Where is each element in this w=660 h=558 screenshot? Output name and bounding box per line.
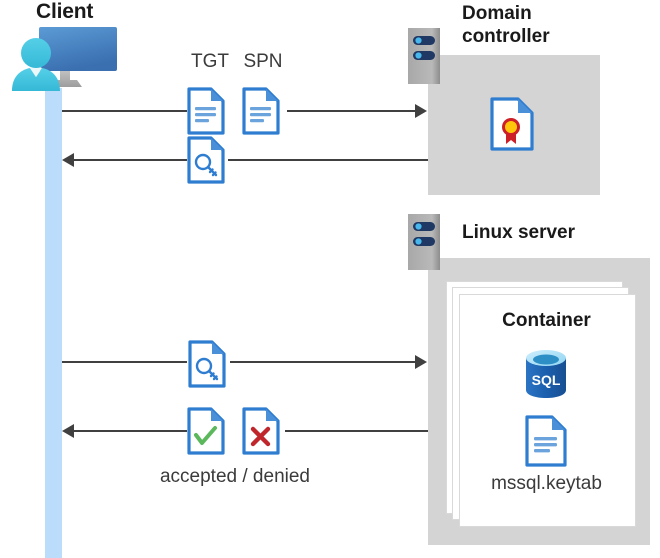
client-lifeline — [45, 88, 62, 558]
flow-3-line-right — [230, 361, 415, 363]
flow-3-line-left — [62, 361, 187, 363]
key-document-icon — [188, 340, 226, 388]
linux-server-title: Linux server — [462, 222, 575, 243]
flow-1-line-right — [287, 110, 415, 112]
container-title: Container — [502, 310, 591, 331]
flow-1-arrowhead — [415, 104, 427, 118]
spn-document-icon — [242, 87, 280, 135]
svg-text:SQL: SQL — [532, 372, 561, 388]
flow-2-arrowhead — [62, 153, 74, 167]
domain-controller-title-line1: Domain — [462, 3, 532, 24]
client-label: Client — [36, 0, 94, 23]
flow-4-line-right — [285, 430, 428, 432]
flow-4-line-left — [74, 430, 187, 432]
flow-2-line-left — [74, 159, 187, 161]
check-document-icon — [187, 407, 225, 455]
keytab-document-icon — [525, 415, 567, 467]
keytab-label: mssql.keytab — [491, 473, 602, 494]
accepted-denied-label: accepted / denied — [159, 466, 310, 487]
certificate-document-icon — [490, 97, 534, 151]
flow-3-arrowhead — [415, 355, 427, 369]
tgt-label: TGT — [191, 51, 229, 72]
key-document-icon — [187, 136, 225, 184]
user-computer-icon — [8, 23, 118, 93]
server-rack-icon — [408, 28, 440, 84]
flow-1-line-left — [62, 110, 187, 112]
tgt-document-icon — [187, 87, 225, 135]
domain-controller-title: Domain controller — [462, 2, 622, 48]
flow-4-arrowhead — [62, 424, 74, 438]
domain-controller-title-line2: controller — [462, 26, 550, 48]
flow-2-line-right — [228, 159, 428, 161]
cross-document-icon — [242, 407, 280, 455]
container-card-front — [459, 294, 636, 527]
spn-label: SPN — [243, 51, 283, 72]
server-rack-icon — [408, 214, 440, 270]
sql-database-icon: SQL — [523, 348, 569, 400]
